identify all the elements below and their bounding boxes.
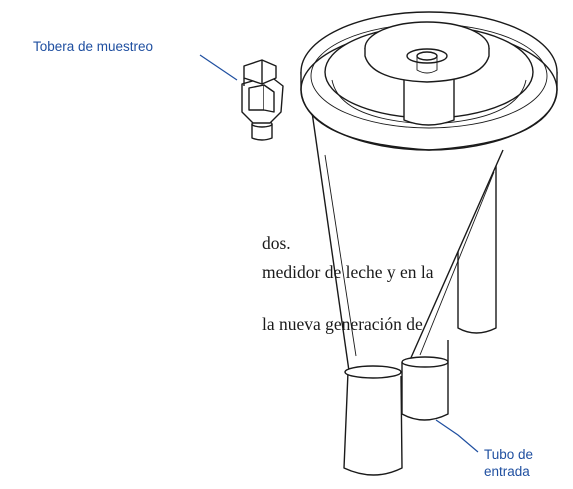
inlet-tube-label: Tubo de entrada <box>484 446 533 480</box>
body-text-fragment-1: dos. <box>262 233 291 253</box>
body-text-fragment-2: medidor de leche y en la <box>262 262 434 282</box>
inlet-tube-leader <box>435 419 479 453</box>
sampling-nozzle-leader <box>199 54 238 81</box>
sampling-nozzle-part <box>241 59 284 141</box>
sampling-nozzle-label: Tobera de muestreo <box>33 39 154 54</box>
inlet-tube-label-line2: entrada <box>484 464 530 479</box>
inlet-tube-label-line1: Tubo de <box>484 447 534 462</box>
collector-body <box>300 11 558 476</box>
body-text-fragment-3: la nueva generación de <box>262 314 423 334</box>
